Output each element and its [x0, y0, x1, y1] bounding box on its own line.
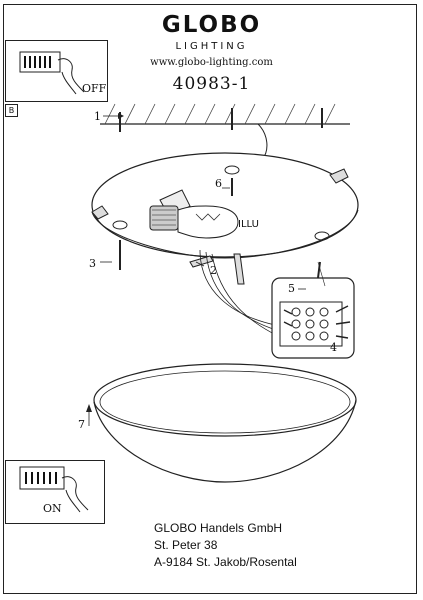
- callout-7: 7: [78, 418, 85, 431]
- brand-subtitle: LIGHTING: [175, 41, 248, 52]
- website-url: www.globo-lighting.com: [150, 57, 273, 68]
- page-frame: [3, 4, 417, 594]
- callout-3: 3: [89, 257, 96, 270]
- callout-1: 1: [94, 110, 101, 123]
- switch-off-panel: [5, 40, 108, 102]
- callout-5: 5: [288, 282, 295, 295]
- callout-6: 6: [215, 177, 222, 190]
- address-street: St. Peter 38: [154, 538, 218, 552]
- address-company: GLOBO Handels GmbH: [154, 521, 283, 535]
- callout-2: 2: [210, 264, 217, 277]
- model-number: 40983-1: [172, 74, 251, 94]
- off-label: OFF: [82, 82, 107, 95]
- address-city: A-9184 St. Jakob/Rosental: [154, 555, 297, 569]
- switch-on-panel: [5, 460, 105, 524]
- callout-4: 4: [330, 341, 337, 354]
- brand-logo: GLOBO: [161, 12, 262, 38]
- bulb-label: ILLU: [238, 219, 259, 230]
- section-tag-b: B: [5, 104, 18, 117]
- on-label: ON: [43, 502, 62, 515]
